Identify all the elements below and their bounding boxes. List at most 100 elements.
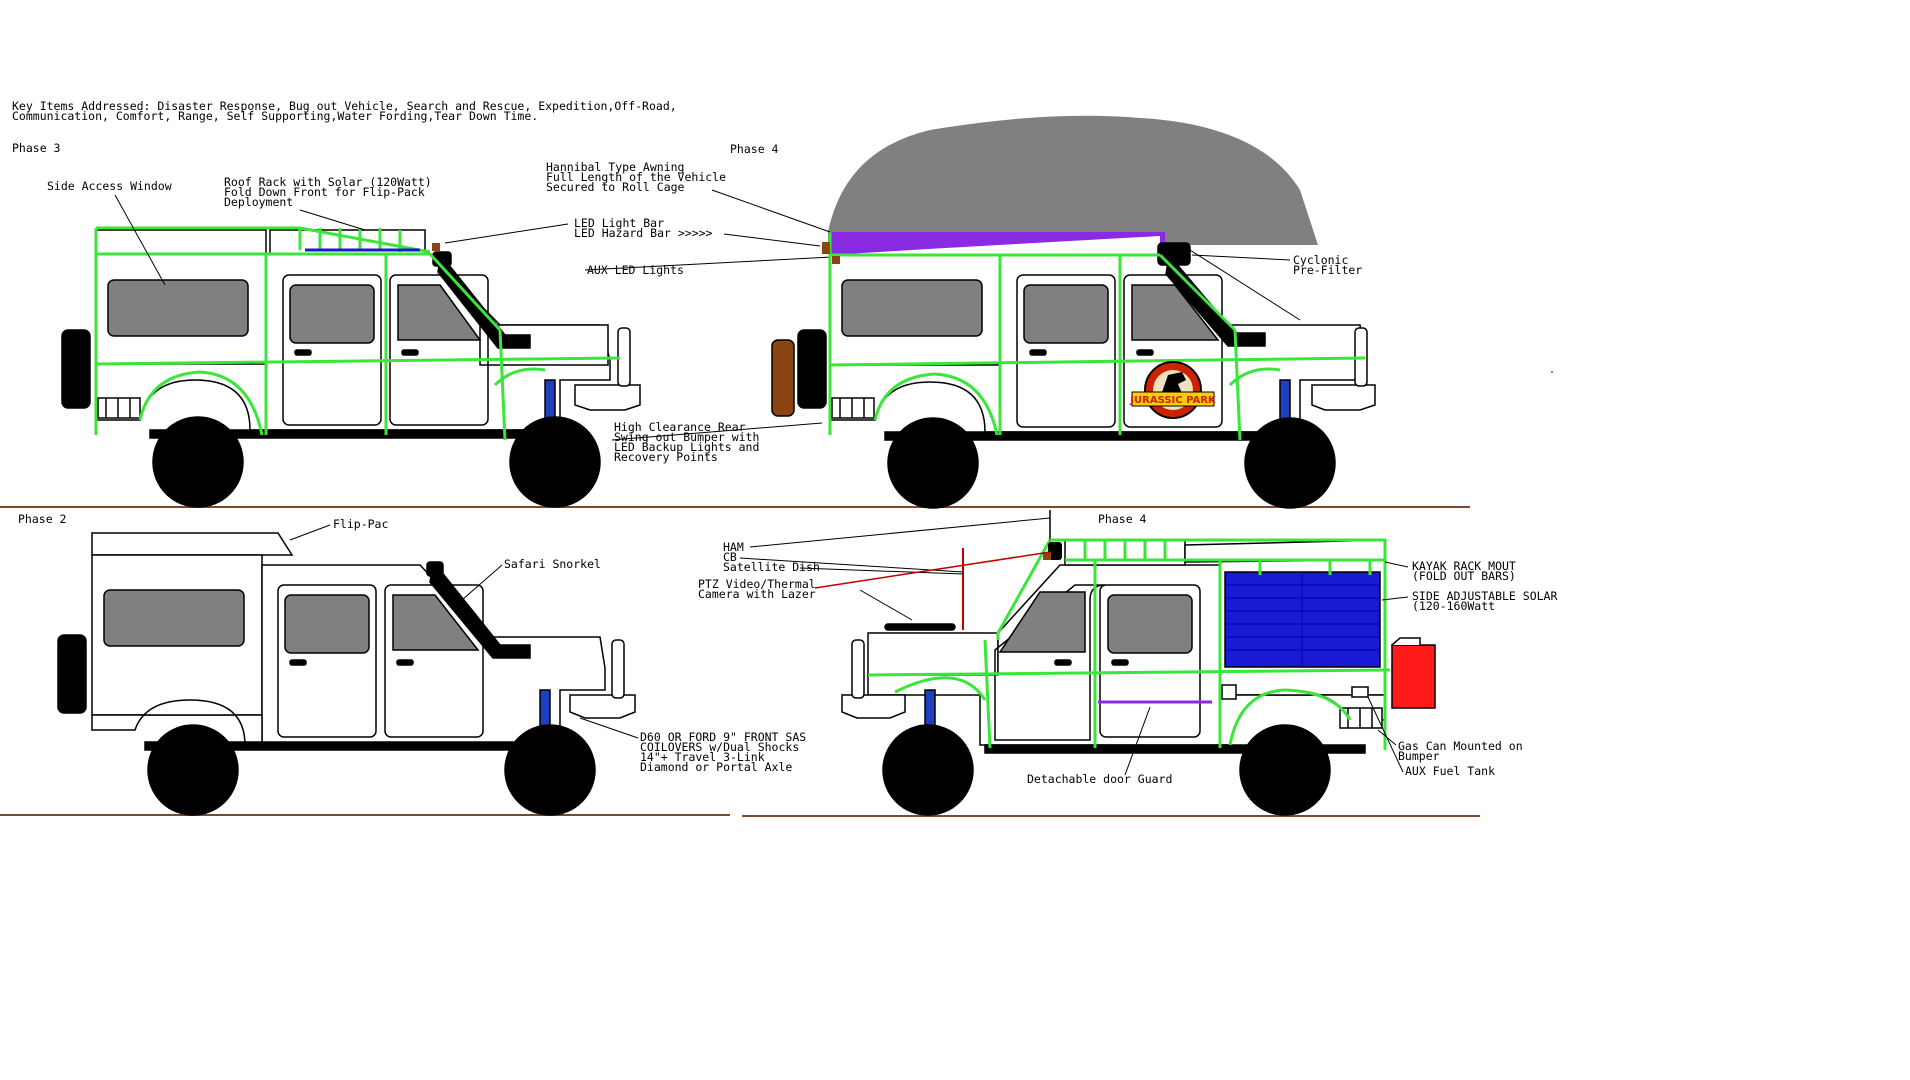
label-door-guard: Detachable door Guard — [1027, 772, 1172, 786]
door-handle — [1029, 349, 1047, 356]
rear-wheel — [152, 416, 244, 508]
phase3-roll-cage — [94, 226, 621, 441]
label-awning-1: Hannibal Type Awning — [546, 160, 684, 174]
rear-lower-body — [91, 699, 263, 746]
phase4-top-panel: Phase 4 — [546, 115, 1376, 509]
label-axle-1: D60 OR FORD 9" FRONT SAS — [640, 730, 806, 744]
side-window — [841, 279, 983, 337]
jurassic-park-logo-text: JURASSIC PARK — [1129, 395, 1217, 406]
label-axle-2: COILOVERS w/Dual Shocks — [640, 740, 799, 754]
satellite-dish — [884, 623, 956, 631]
snorkel — [1165, 261, 1266, 347]
door-frame-rear — [282, 274, 382, 426]
label-cyclonic-2: Pre-Filter — [1293, 263, 1362, 277]
aux-fuel-tank — [1351, 686, 1369, 698]
label-roof-rack-1: Roof Rack with Solar (120Watt) — [224, 175, 432, 189]
key-items-line-2: Communication, Comfort, Range, Self Supp… — [12, 109, 538, 123]
label-roof-rack-2: Fold Down Front for Flip-Pack — [224, 185, 425, 199]
hood — [867, 632, 999, 676]
label-cb: CB — [723, 550, 737, 564]
rear-door-window — [1023, 284, 1109, 344]
camera-mount — [1043, 552, 1051, 560]
safari-snorkel — [429, 569, 531, 659]
front-wheel — [509, 416, 601, 508]
door-handle — [289, 659, 307, 666]
door-handle — [1054, 659, 1072, 666]
side-access-window — [107, 279, 249, 337]
phase2-title: Phase 2 — [18, 512, 66, 526]
label-awning-2: Full Length of the Vehicle — [546, 170, 726, 184]
phase3-panel: Phase 3 — [12, 141, 833, 508]
front-door-window — [392, 594, 480, 651]
door-frame-front — [389, 274, 489, 426]
awning-canopy — [828, 115, 1318, 245]
rear-door-window — [284, 594, 370, 654]
led-bar-marker — [822, 242, 830, 254]
door-handle — [1136, 349, 1154, 356]
front-bumper — [1311, 384, 1376, 411]
stray-dot — [1551, 371, 1553, 373]
phase4-top-leaders — [711, 189, 1301, 321]
side-window — [103, 589, 245, 647]
spare-tire-black — [797, 329, 827, 409]
door-frame-rear — [277, 584, 377, 738]
label-ptz-2: Camera with Lazer — [698, 587, 816, 601]
spare-tire — [57, 634, 87, 714]
key-items-line-1: Key Items Addressed: Disaster Response, … — [12, 99, 677, 113]
spare-tire-brown — [771, 339, 795, 417]
rear-bumper — [97, 397, 141, 419]
phase4-bottom-leaders — [739, 517, 1409, 776]
bed-light — [1221, 684, 1237, 700]
spare-tire — [61, 329, 91, 409]
front-wheel — [882, 724, 974, 816]
phase2-panel: Phase 2 Flip-Pac Safari Snorkel — [18, 512, 806, 816]
label-ham: HAM — [723, 540, 744, 554]
solar-grid — [1225, 572, 1380, 667]
awning-highlight — [945, 236, 1160, 248]
rear-bumper — [1339, 707, 1383, 729]
rear-door-window — [1107, 594, 1193, 654]
phase3-truck — [61, 229, 641, 508]
phase4-top-truck — [771, 242, 1376, 509]
label-aux-fuel-tank: AUX Fuel Tank — [1405, 764, 1495, 778]
label-side-access-window: Side Access Window — [47, 179, 172, 193]
label-solar-2: (120-160Watt — [1412, 599, 1495, 613]
frame-rail — [984, 744, 1366, 754]
label-axle-4: Diamond or Portal Axle — [640, 760, 792, 774]
led-light-bar-marker — [432, 243, 440, 251]
label-led-light-bar: LED Light Bar — [574, 216, 664, 230]
ptz-laser-line — [814, 551, 1051, 589]
front-bumper — [574, 384, 641, 411]
grille-guard — [851, 639, 865, 699]
grille-guard — [611, 639, 625, 699]
awning-bag — [830, 232, 1165, 255]
label-safari-snorkel: Safari Snorkel — [504, 557, 601, 571]
label-bumper-4: Recovery Points — [614, 450, 718, 464]
flip-pac — [91, 532, 294, 556]
phase3-leaders — [114, 194, 833, 441]
front-wheel — [504, 724, 596, 816]
phase4-top-roll-cage — [828, 232, 1366, 441]
label-bumper-1: High Clearance Rear — [614, 420, 746, 434]
label-gas-1: Gas Can Mounted on — [1398, 739, 1523, 753]
front-door-window — [1131, 284, 1220, 341]
label-flip-pac: Flip-Pac — [333, 517, 388, 531]
ptz-camera — [1048, 542, 1062, 560]
label-gas-2: Bumper — [1398, 749, 1440, 763]
phase2-leaders — [289, 524, 639, 739]
snorkel — [437, 259, 531, 349]
rear-wheel — [147, 724, 239, 816]
label-awning-3: Secured to Roll Cage — [546, 180, 685, 194]
front-door-window — [998, 591, 1086, 653]
label-bumper-3: LED Backup Lights and — [614, 440, 759, 454]
front-door-window — [397, 284, 482, 341]
label-kayak-1: KAYAK RACK MOUT — [1412, 559, 1516, 573]
phase4-bottom-title: Phase 4 — [1098, 512, 1147, 526]
label-roof-rack-3: Deployment — [224, 195, 293, 209]
label-ptz-1: PTZ Video/Thermal — [698, 577, 816, 591]
label-satellite-dish: Satellite Dish — [723, 560, 820, 574]
phase4-top-title: Phase 4 — [730, 142, 779, 156]
phase3-title: Phase 3 — [12, 141, 61, 155]
jurassic-park-logo: JURASSIC PARK — [1129, 361, 1217, 419]
door-handle — [401, 349, 419, 356]
